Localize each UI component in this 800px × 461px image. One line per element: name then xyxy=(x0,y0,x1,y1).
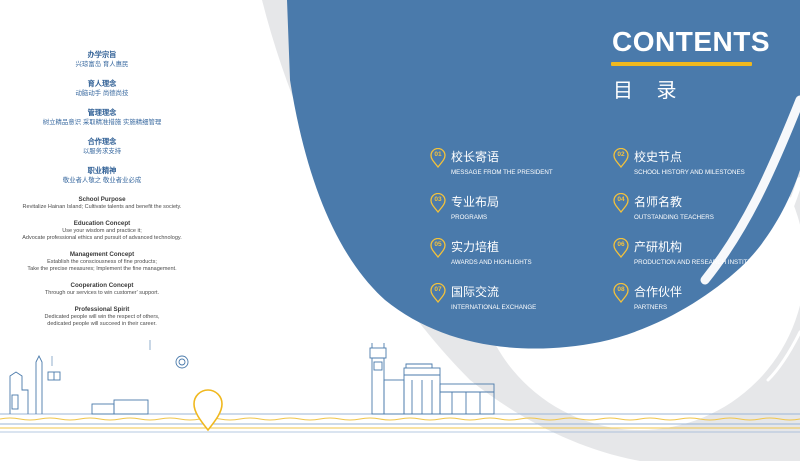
location-pin-icon: 04 xyxy=(613,193,629,213)
location-pin-icon: 01 xyxy=(430,148,446,168)
item-title-en: PARTNERS xyxy=(634,304,668,311)
item-title-cn: 校史节点 xyxy=(634,150,683,164)
blue-panel xyxy=(287,0,800,349)
en-section-text: Use your wisdom and practice it; xyxy=(62,227,142,234)
cn-section-title: 职业精神 xyxy=(87,166,117,175)
location-pin-icon: 06 xyxy=(613,238,629,258)
cn-section-text: 敬业者人敬之 敬业者业必成 xyxy=(62,177,142,184)
cn-section-cooperation: 合作理念 以服务求支持 xyxy=(12,137,192,157)
toc-item-07[interactable]: 07 国际交流 INTERNATIONAL EXCHANGE xyxy=(430,283,600,317)
cn-section-education: 育人理念 动脑动手 尚德尚技 xyxy=(12,79,192,99)
toc-item-03[interactable]: 03 专业布局 PROGRAMS xyxy=(430,193,600,227)
en-section-title: Education Concept xyxy=(73,219,131,227)
location-pin-icon: 07 xyxy=(430,283,446,303)
cn-section-text: 以服务求支持 xyxy=(82,148,122,155)
en-section-text: Take the precise measures; Implement the… xyxy=(27,266,177,273)
left-column: 办学宗旨 兴琼富岛 育人惠民 育人理念 动脑动手 尚德尚技 管理理念 树立精品意… xyxy=(12,50,192,336)
item-number: 07 xyxy=(434,286,442,293)
en-section-text: Through our services to win customer' su… xyxy=(44,289,160,296)
brush-strokes xyxy=(700,95,800,382)
toc-item-01[interactable]: 01 校长寄语 MESSAGE FROM THE PRESIDENT xyxy=(430,148,600,182)
cn-section-spirit: 职业精神 敬业者人敬之 敬业者业必成 xyxy=(12,166,192,186)
toc-item-05[interactable]: 05 实力培植 AWARDS AND HIGHLIGHTS xyxy=(430,238,600,272)
location-pin-icon: 03 xyxy=(430,193,446,213)
en-section-management: Management Concept Establish the conscio… xyxy=(12,250,192,274)
toc-item-08[interactable]: 08 合作伙伴 PARTNERS xyxy=(613,283,783,317)
en-section-education: Education Concept Use your wisdom and pr… xyxy=(12,219,192,243)
cn-section-purpose: 办学宗旨 兴琼富岛 育人惠民 xyxy=(12,50,192,70)
item-title-en: INTERNATIONAL EXCHANGE xyxy=(451,304,537,311)
item-number: 06 xyxy=(617,241,625,248)
item-title-cn: 产研机构 xyxy=(634,240,683,254)
en-section-text: dedicated people will succeed in their c… xyxy=(47,321,157,328)
item-title-cn: 校长寄语 xyxy=(451,150,500,164)
en-section-text: Advocate professional ethics and pursuit… xyxy=(22,235,182,242)
en-section-text: Dedicated people will win the respect of… xyxy=(44,313,160,320)
cn-section-title: 办学宗旨 xyxy=(87,50,117,59)
en-section-purpose: School Purpose Revitalize Hainan Island;… xyxy=(12,195,192,212)
item-title-cn: 国际交流 xyxy=(451,285,500,299)
en-section-text: Revitalize Hainan Island; Cultivate tale… xyxy=(22,204,182,210)
cn-section-title: 管理理念 xyxy=(87,108,117,117)
item-number: 05 xyxy=(434,241,442,248)
cn-section-title: 育人理念 xyxy=(87,79,117,88)
item-number: 08 xyxy=(617,286,625,293)
item-number: 04 xyxy=(617,196,625,203)
toc-item-04[interactable]: 04 名师名教 OUTSTANDING TEACHERS xyxy=(613,193,783,227)
item-title-cn: 实力培植 xyxy=(451,240,500,254)
en-section-title: Cooperation Concept xyxy=(70,281,134,289)
en-section-text: Establish the consciousness of fine prod… xyxy=(47,258,157,265)
item-title-cn: 名师名教 xyxy=(634,195,683,209)
item-title-cn: 合作伙伴 xyxy=(634,285,683,299)
location-pin-icon: 05 xyxy=(430,238,446,258)
item-title-en: SCHOOL HISTORY AND MILESTONES xyxy=(634,169,745,176)
item-title-en: PROGRAMS xyxy=(451,214,488,221)
toc-item-02[interactable]: 02 校史节点 SCHOOL HISTORY AND MILESTONES xyxy=(613,148,783,182)
en-section-title: School Purpose xyxy=(78,196,126,203)
item-number: 02 xyxy=(617,151,625,158)
toc-item-06[interactable]: 06 产研机构 PRODUCTION AND RESEARCH INSTITUT… xyxy=(613,238,783,272)
item-title-en: OUTSTANDING TEACHERS xyxy=(634,214,714,221)
location-pin-icon: 08 xyxy=(613,283,629,303)
en-section-spirit: Professional Spirit Dedicated people wil… xyxy=(12,305,192,329)
en-section-title: Professional Spirit xyxy=(74,305,130,313)
location-pin-icon: 02 xyxy=(613,148,629,168)
cn-section-text: 树立精品意识 采取精准措施 实施精细管理 xyxy=(42,119,162,126)
title-underline xyxy=(611,62,752,66)
ground-pin xyxy=(193,389,223,432)
item-number: 03 xyxy=(434,196,442,203)
item-title-en: MESSAGE FROM THE PRESIDENT xyxy=(451,169,553,176)
en-section-cooperation: Cooperation Concept Through our services… xyxy=(12,281,192,298)
cn-section-title: 合作理念 xyxy=(87,137,117,146)
item-title-cn: 专业布局 xyxy=(451,195,500,209)
cn-section-text: 兴琼富岛 育人惠民 xyxy=(75,61,129,68)
cn-section-text: 动脑动手 尚德尚技 xyxy=(75,90,129,97)
contents-title: CONTENTS xyxy=(612,26,770,57)
contents-subtitle: 目 录 xyxy=(613,80,686,102)
item-number: 01 xyxy=(434,151,442,158)
left-cityscape xyxy=(9,340,189,415)
en-section-title: Management Concept xyxy=(69,250,135,258)
item-title-en: PRODUCTION AND RESEARCH INSTITUTIONS xyxy=(634,259,771,266)
clock-tower-building xyxy=(369,343,495,415)
cn-section-management: 管理理念 树立精品意识 采取精准措施 实施精细管理 xyxy=(12,108,192,128)
item-title-en: AWARDS AND HIGHLIGHTS xyxy=(451,259,532,266)
